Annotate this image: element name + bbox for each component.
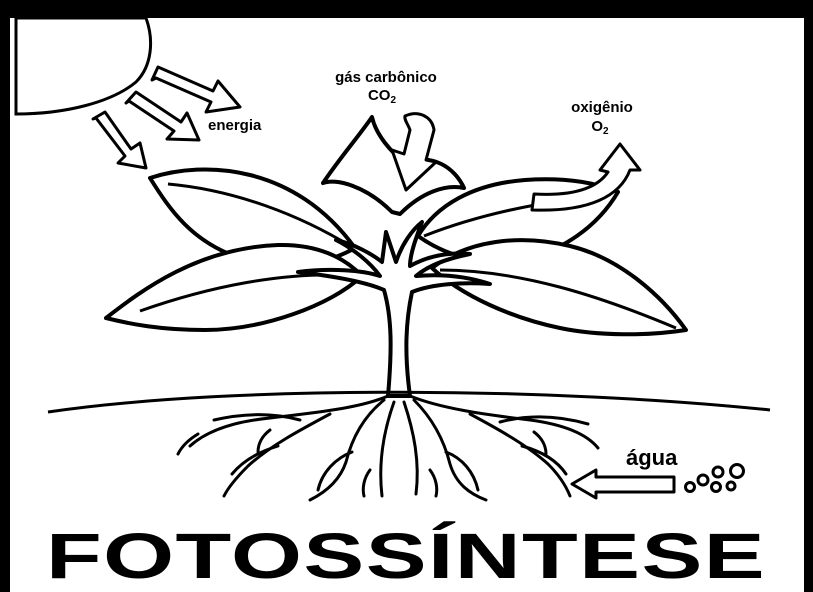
carbon-dioxide-subscript: 2 bbox=[390, 95, 396, 106]
frame-top bbox=[0, 0, 813, 18]
energy-label: energia bbox=[208, 117, 262, 134]
page-title: FOTOSSÍNTESE bbox=[46, 520, 766, 592]
oxygen-label: oxigênio bbox=[571, 99, 633, 116]
frame-right bbox=[804, 0, 813, 592]
frame-left bbox=[0, 0, 10, 592]
oxygen-formula-text: O bbox=[591, 118, 603, 135]
water-label: água bbox=[626, 445, 678, 470]
carbon-dioxide-label: gás carbônico bbox=[335, 69, 437, 86]
carbon-dioxide-formula-text: CO bbox=[368, 87, 391, 104]
oxygen-subscript: 2 bbox=[603, 126, 609, 137]
